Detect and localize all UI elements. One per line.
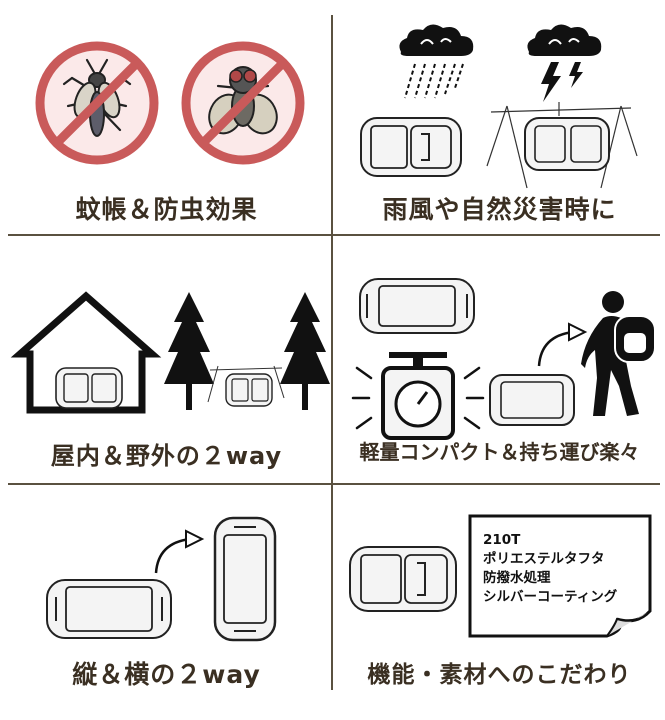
outdoor-tent-icon <box>207 365 285 407</box>
note-line: シルバーコーティング <box>483 589 618 605</box>
house-icon <box>10 291 162 414</box>
caption-material: 機能・素材へのこだわり <box>367 662 632 688</box>
note-line: 210T <box>483 532 521 548</box>
rain-cloud-icon <box>399 24 474 99</box>
tree-icon-right <box>280 292 330 410</box>
tent-top-view-icon <box>359 278 475 334</box>
scale-icon <box>351 352 485 440</box>
panel-weather: 雨風や自然災害時に <box>333 0 665 235</box>
curved-arrow-icon <box>537 322 588 367</box>
no-fly-icon <box>181 41 305 165</box>
panel-indoor-outdoor: 屋内＆野外の２way <box>0 236 333 471</box>
panel-mosquito: 蚊帳＆防虫効果 <box>0 0 333 235</box>
note-line: 防撥水処理 <box>483 570 551 586</box>
tent-vertical-icon <box>213 516 277 642</box>
tent-closed-icon <box>360 117 462 177</box>
panel-material: 210T ポリエステルタフタ 防撥水処理 シルバーコーティング 機能・素材へのこ… <box>333 485 665 720</box>
caption-portable: 軽量コンパクト＆持ち運び楽々 <box>359 440 640 464</box>
horizontal-divider-bottom <box>8 483 660 485</box>
horizontal-divider-top <box>8 234 660 236</box>
caption-orientation: 縦＆横の２way <box>72 660 261 689</box>
vertical-divider <box>331 15 333 690</box>
caption-mosquito: 蚊帳＆防虫効果 <box>75 195 258 224</box>
tent-horizontal-icon <box>46 579 172 639</box>
tent-with-tarp-icon <box>486 102 638 189</box>
tent-bag-icon <box>489 374 575 426</box>
hiker-icon <box>581 291 656 416</box>
note-line: ポリエステルタフタ <box>483 551 605 567</box>
thunder-cloud-icon <box>527 24 602 102</box>
caption-weather: 雨風や自然災害時に <box>382 195 617 224</box>
material-note: 210T ポリエステルタフタ 防撥水処理 シルバーコーティング <box>483 531 617 607</box>
note-paper-icon <box>468 514 652 638</box>
panel-portable: 軽量コンパクト＆持ち運び楽々 <box>333 236 665 471</box>
tent-material-icon <box>349 546 457 612</box>
curved-arrow-icon-2 <box>154 529 205 574</box>
tree-icon-left <box>164 292 214 410</box>
caption-indoor-outdoor: 屋内＆野外の２way <box>50 442 283 470</box>
panel-orientation: 縦＆横の２way <box>0 485 333 720</box>
no-mosquito-icon <box>35 41 159 165</box>
